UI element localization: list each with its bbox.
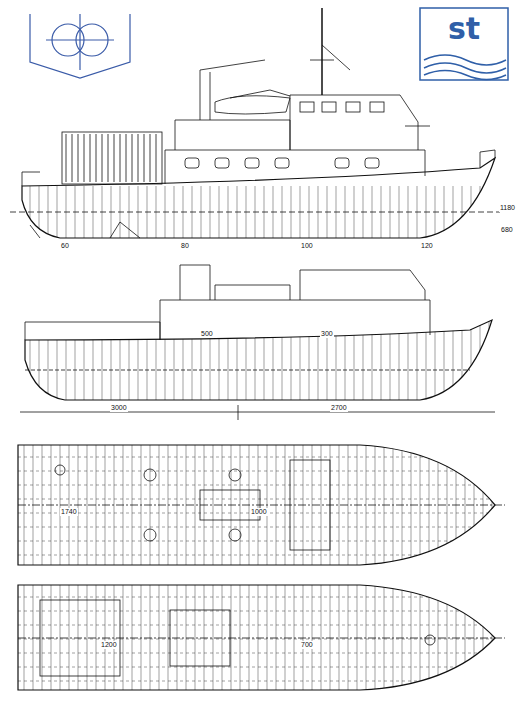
railing [66,134,67,182]
railing [120,134,121,182]
railing [108,134,109,182]
logo-text: st [426,14,502,44]
dimension-label: 500 [200,330,214,338]
railing [84,134,85,182]
dimension-label: 80 [180,242,190,250]
railing [144,134,145,182]
structural-section [20,265,495,420]
railing [126,134,127,182]
frame-lines [30,186,489,238]
dimension-label: 300 [320,330,334,338]
frame-lines [30,320,489,400]
logo-frame [420,8,508,80]
dimension-label: 1740 [60,508,78,516]
dimension-label: 1000 [250,508,268,516]
dimension-label: 1180 [499,204,516,212]
railing [96,134,97,182]
dimension-label: 60 [60,242,70,250]
railing [102,134,103,182]
dimension-label: 3000 [110,404,128,412]
railing [138,134,139,182]
railing [78,134,79,182]
railing [90,134,91,182]
dimension-label: 1200 [100,641,118,649]
railing [156,134,157,182]
dimension-label: 120 [420,242,434,250]
dimension-label: 2700 [330,404,348,412]
deck-plan-lower [18,585,505,690]
railing [150,134,151,182]
profile-view [10,8,500,238]
frame-lines [18,585,495,690]
deck-plan-upper [18,445,505,565]
dimension-label: 700 [300,641,314,649]
frame-lines [18,445,495,565]
railing [72,134,73,182]
railing [114,134,115,182]
railing [132,134,133,182]
logo-box: st [426,14,502,44]
logo-emblem [30,14,130,78]
dimension-label: 680 [500,226,514,234]
dimension-label: 100 [300,242,314,250]
